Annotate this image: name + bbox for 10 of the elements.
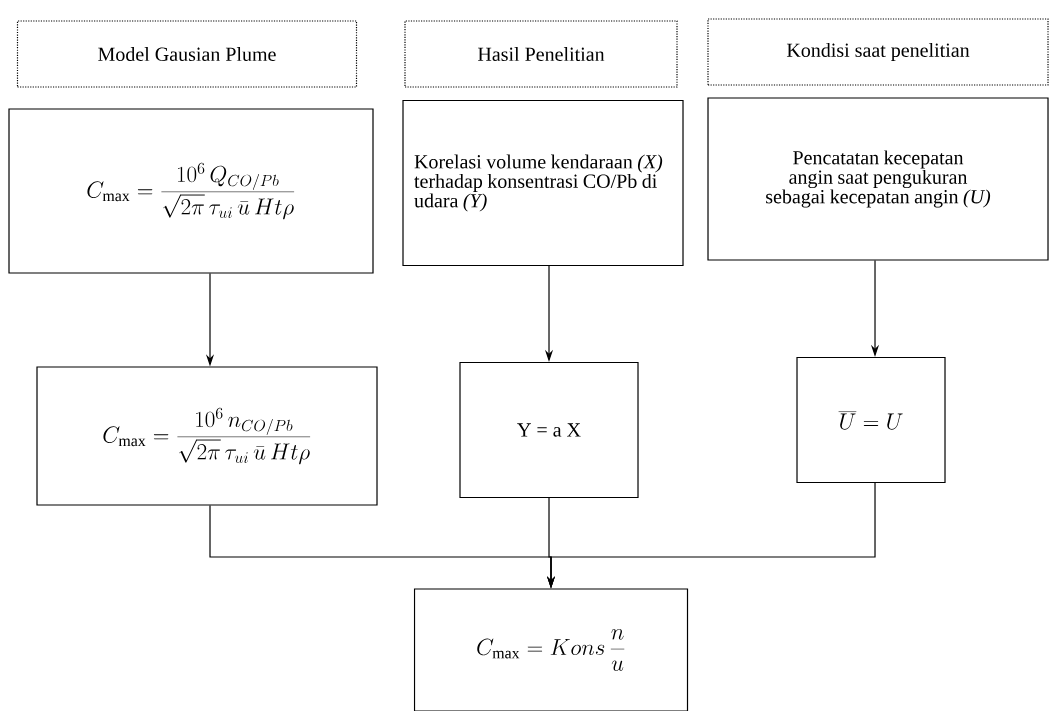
heading-box: Model Gausian Plume [16, 20, 358, 88]
heading-box: Hasil Penelitian [404, 20, 678, 88]
formula-box: $C_{\max} = \frac{10^{6}\, n_{CO/Pb}}{\sqrt{2\pi}\,\tau_{ui}\,\bar{u}\, H t\rho}$ [36, 366, 378, 506]
equation-box: Y = a X [459, 361, 639, 499]
formula-box: $C_{\max} = Kons\,\frac{n}{u}$ [413, 588, 689, 711]
text-box: Korelasi volume kendaraan (X) terhadap konsentrasi CO/Pb di udara (Y) [402, 99, 684, 267]
text-box: Pencatatan kecepatan angin saat pengukuran sebagai kecepatan angin (U) [707, 97, 1049, 261]
heading-box: Kondisi saat penelitian [707, 18, 1049, 86]
formula-box: $\overline{U} = U$ [796, 356, 946, 484]
formula-box: $C_{\max} = \frac{10^{6}\, Q_{CO/Pb}}{\sqrt{2\pi}\,\tau_{ui}\,\bar{u}\, H t\rho}$ [8, 108, 374, 274]
